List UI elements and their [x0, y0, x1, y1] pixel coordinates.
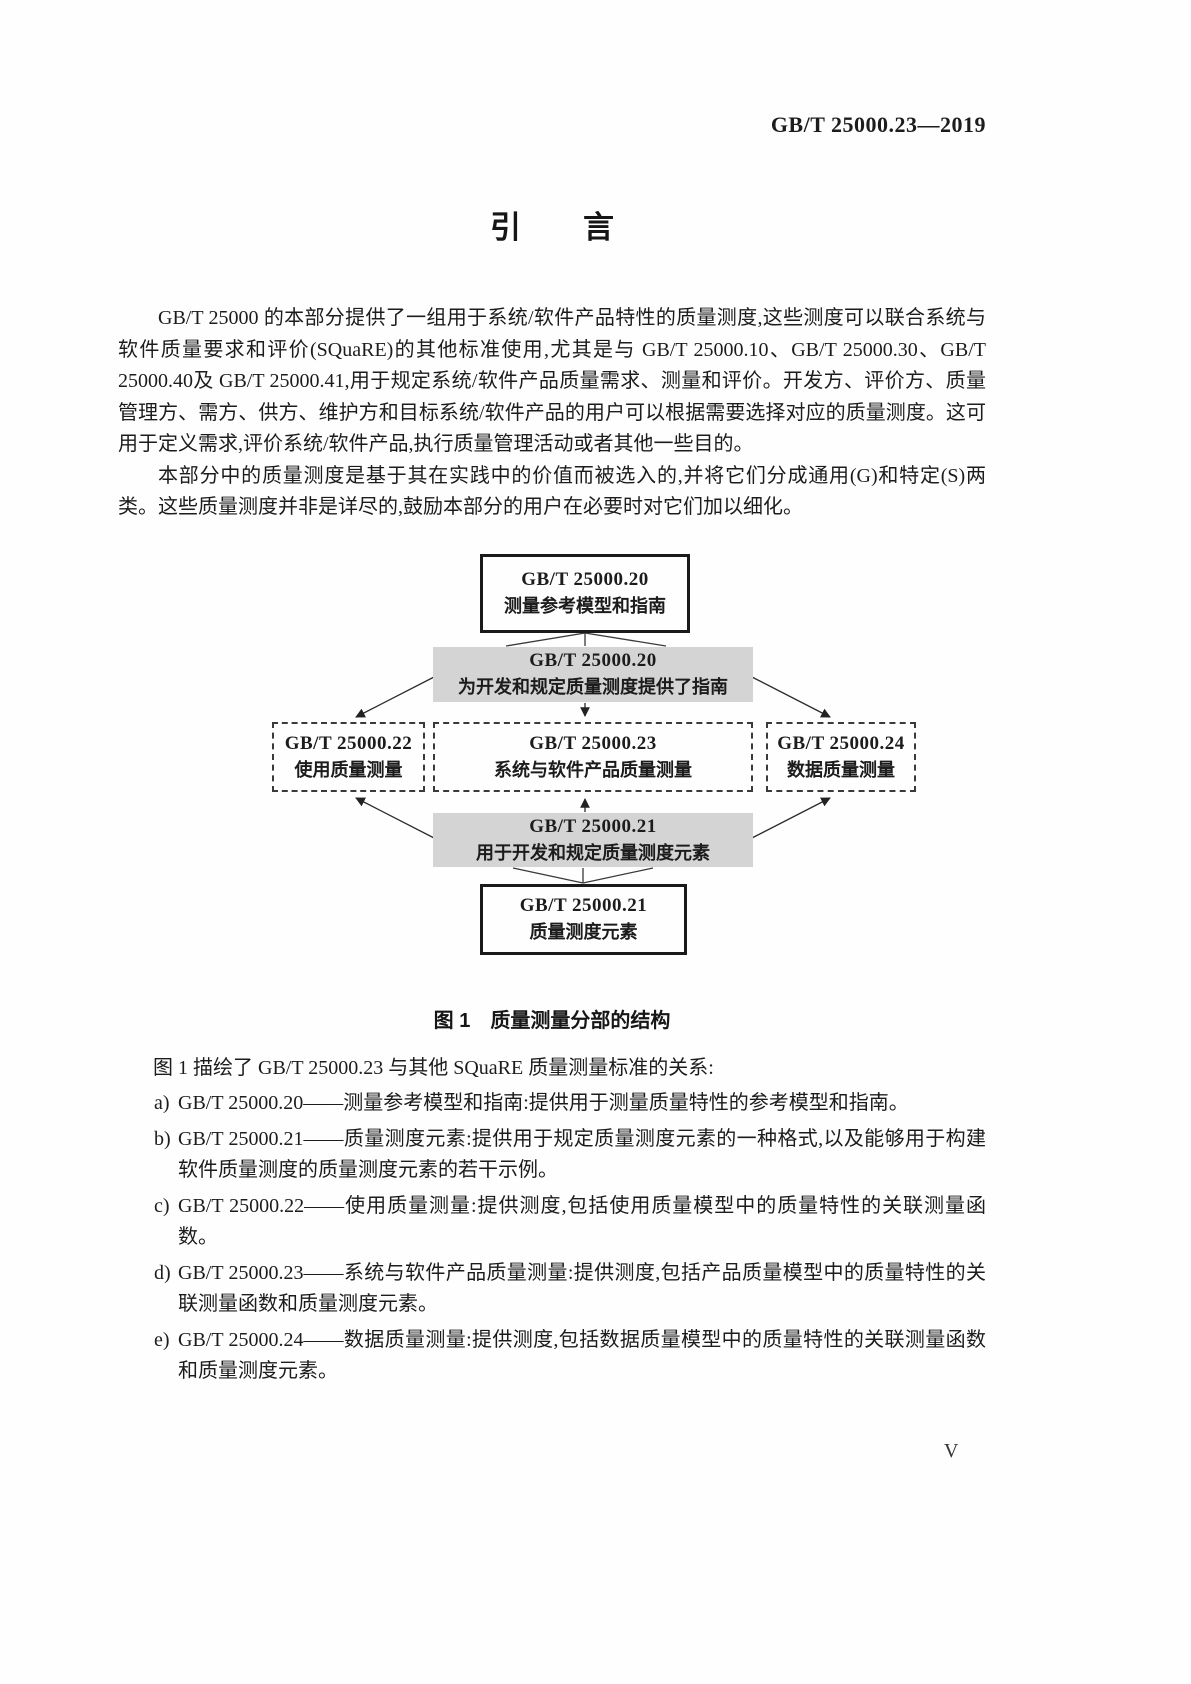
page-title: 引 言	[490, 210, 614, 245]
page-number: V	[944, 1440, 959, 1462]
list-item-text: GB/T 25000.21——质量测度元素:提供用于规定质量测度元素的一种格式,…	[178, 1127, 986, 1182]
box-line2: 为开发和规定质量测度提供了指南	[458, 677, 728, 697]
box-line2: 用于开发和规定质量测度元素	[476, 842, 710, 863]
box-line2: 数据质量测量	[787, 759, 895, 780]
box-line2: 测量参考模型和指南	[504, 596, 666, 616]
list-item-label: e)	[154, 1328, 170, 1351]
figure-diagram: GB/T 25000.20 测量参考模型和指南 GB/T 25000.20 为开…	[268, 553, 918, 956]
box-measurement-reference-model: GB/T 25000.20 测量参考模型和指南	[480, 553, 690, 633]
box-line2: 使用质量测量	[294, 759, 403, 780]
box-line1: GB/T 25000.20	[521, 569, 649, 590]
box-for-developing-measure-elements: GB/T 25000.21 用于开发和规定质量测度元素	[433, 812, 753, 867]
list-item-text: GB/T 25000.20——测量参考模型和指南:提供用于测量质量特性的参考模型…	[178, 1092, 909, 1114]
list-item: a) GB/T 25000.20——测量参考模型和指南:提供用于测量质量特性的参…	[118, 1088, 986, 1120]
list-item: c) GB/T 25000.22——使用质量测量:提供测度,包括使用质量模型中的…	[118, 1191, 986, 1254]
list-item-text: GB/T 25000.24——数据质量测量:提供测度,包括数据质量模型中的质量特…	[178, 1328, 986, 1383]
box-line1: GB/T 25000.20	[529, 650, 657, 671]
diagram-connectors	[355, 631, 831, 884]
box-quality-in-use-measurement: GB/T 25000.22 使用质量测量	[272, 721, 425, 792]
list-item: e) GB/T 25000.24——数据质量测量:提供测度,包括数据质量模型中的…	[118, 1325, 986, 1388]
list-item-text: GB/T 25000.23——系统与软件产品质量测量:提供测度,包括产品质量模型…	[178, 1261, 986, 1316]
list-item-label: d)	[154, 1261, 171, 1284]
intro-paragraph: 本部分中的质量测度是基于其在实践中的价值而被选入的,并将它们分成通用(G)和特定…	[118, 464, 986, 519]
list-item: b) GB/T 25000.21——质量测度元素:提供用于规定质量测度元素的一种…	[118, 1124, 986, 1187]
fan-top	[505, 631, 667, 647]
box-quality-measure-elements: GB/T 25000.21 质量测度元素	[480, 883, 687, 955]
relationship-list: a) GB/T 25000.20——测量参考模型和指南:提供用于测量质量特性的参…	[118, 1088, 986, 1388]
box-line2: 质量测度元素	[529, 922, 638, 942]
box-line1: GB/T 25000.24	[777, 732, 905, 754]
arrows-from-guide-bottom	[355, 796, 831, 840]
arrows-from-guide-top	[355, 674, 831, 718]
box-line1: GB/T 25000.22	[284, 732, 413, 754]
doc-standard-number: GB/T 25000.23—2019	[770, 112, 986, 137]
box-guide-for-developing-measures: GB/T 25000.20 为开发和规定质量测度提供了指南	[433, 646, 753, 702]
list-intro: 图 1 描绘了 GB/T 25000.23 与其他 SQuaRE 质量测量标准的…	[153, 1056, 714, 1079]
content-column: GB/T 25000.23—2019 引 言 GB/T 25000 的本部分提供…	[118, 0, 986, 1388]
box-line1: GB/T 25000.23	[529, 732, 657, 754]
list-item-label: a)	[154, 1092, 170, 1114]
box-product-quality-measurement: GB/T 25000.23 系统与软件产品质量测量	[433, 721, 753, 792]
intro-section: GB/T 25000 的本部分提供了一组用于系统/软件产品特性的质量测度,这些测…	[118, 303, 986, 524]
list-item-label: c)	[154, 1194, 170, 1217]
intro-paragraph: GB/T 25000 的本部分提供了一组用于系统/软件产品特性的质量测度,这些测…	[118, 307, 986, 455]
box-line1: GB/T 25000.21	[529, 815, 657, 837]
list-item-text: GB/T 25000.22——使用质量测量:提供测度,包括使用质量模型中的质量特…	[178, 1194, 986, 1249]
list-item-label: b)	[154, 1127, 171, 1150]
list-item: d) GB/T 25000.23——系统与软件产品质量测量:提供测度,包括产品质…	[118, 1258, 986, 1321]
figure-caption: 图 1 质量测量分部的结构	[433, 1009, 671, 1032]
box-data-quality-measurement: GB/T 25000.24 数据质量测量	[766, 721, 916, 792]
fan-bottom	[512, 866, 654, 884]
box-line1: GB/T 25000.21	[519, 895, 648, 916]
box-line2: 系统与软件产品质量测量	[494, 759, 692, 780]
